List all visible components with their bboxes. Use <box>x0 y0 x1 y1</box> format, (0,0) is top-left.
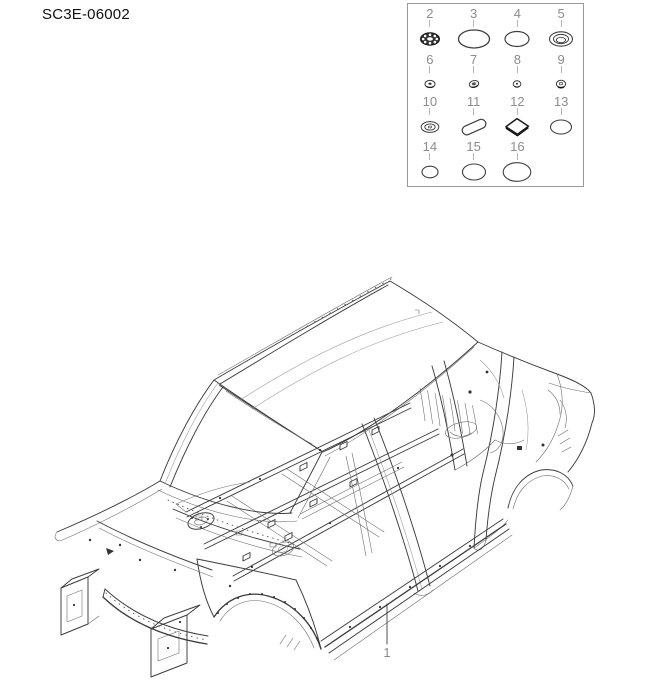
leader-line <box>473 153 475 160</box>
legend-item-6[interactable]: 6 <box>408 53 452 95</box>
legend-item-8[interactable]: 8 <box>496 53 540 95</box>
far-side-structure <box>289 451 405 557</box>
leader-line <box>429 20 431 27</box>
oval-plug-large-icon <box>457 29 490 49</box>
leader-line <box>516 108 518 115</box>
part-number: 11 <box>466 94 481 109</box>
leader-line <box>560 20 562 27</box>
rear-quarter-panel <box>473 341 595 551</box>
part-number: 5 <box>557 6 565 21</box>
round-push-plug-flanged-icon <box>556 79 567 89</box>
legend-item-7[interactable]: 7 <box>452 53 496 95</box>
legend-item-3[interactable]: 3 <box>452 7 496 53</box>
rocker-sill <box>320 518 513 661</box>
leader-line <box>473 20 475 27</box>
legend-item-10[interactable]: 10 <box>408 95 452 140</box>
round-push-plug-tiny-icon <box>513 80 522 88</box>
cowl-dash-panel <box>157 480 303 558</box>
castellated-grommet-plug-icon <box>419 32 440 46</box>
ring-grommet-icon <box>420 121 440 133</box>
leader-line <box>429 66 431 73</box>
oval-plug-medium-icon <box>504 30 530 48</box>
legend-item-11[interactable]: 11 <box>452 95 496 140</box>
part-number: 12 <box>510 94 525 109</box>
oval-plug-wide-icon <box>503 162 532 182</box>
front-fender-wheel-arch <box>196 558 322 651</box>
round-push-plug-icon <box>424 79 436 89</box>
part-number: 15 <box>466 139 481 154</box>
part-number: 9 <box>557 52 565 67</box>
part-number: 4 <box>513 6 521 21</box>
rear-cargo-floor <box>419 359 525 471</box>
part-number: 13 <box>553 94 569 109</box>
round-push-plug-tilted-icon <box>468 80 479 88</box>
legend-item-15[interactable]: 15 <box>452 140 496 187</box>
part-number: 3 <box>470 6 478 21</box>
roof-panel <box>213 276 479 457</box>
legend-item-12[interactable]: 12 <box>496 95 540 140</box>
legend-item-13[interactable]: 13 <box>539 95 583 140</box>
part-number: 7 <box>470 52 478 67</box>
leader-line <box>429 153 431 160</box>
leader-line <box>429 108 431 115</box>
square-plug-isometric-icon <box>505 117 530 137</box>
legend-item-14[interactable]: 14 <box>408 140 452 187</box>
leader-line <box>516 66 518 73</box>
part-number: 10 <box>422 94 438 109</box>
b-pillar <box>361 417 434 596</box>
leader-line <box>516 153 518 160</box>
legend-item-16[interactable]: 16 <box>496 140 540 187</box>
capsule-plug-tilted-icon <box>461 118 487 136</box>
part-number: 2 <box>426 6 434 21</box>
leader-line <box>516 20 518 27</box>
leader-line <box>473 66 475 73</box>
oval-plug-plain-icon <box>550 119 573 135</box>
front-frame-rails <box>60 568 201 678</box>
front-crash-bar <box>102 588 209 645</box>
leader-line <box>560 108 562 115</box>
washer-grommet-icon <box>549 31 574 47</box>
front-apron <box>54 480 294 588</box>
part-number: 16 <box>510 139 525 154</box>
drawing-code: SC3E-06002 <box>42 6 130 23</box>
legend-item-9[interactable]: 9 <box>539 53 583 95</box>
floor-pan-structure <box>175 402 465 582</box>
part-1-callout[interactable]: 1 <box>383 645 391 660</box>
leader-line <box>560 66 562 73</box>
oval-plug-icon <box>461 163 486 181</box>
part-number: 14 <box>422 139 438 154</box>
legend-item-4[interactable]: 4 <box>496 7 540 53</box>
a-pillar <box>159 379 224 488</box>
leader-line <box>473 108 475 115</box>
parts-legend-box: 2 3 4 5 6 <box>407 3 584 187</box>
legend-item-2[interactable]: 2 <box>408 7 452 53</box>
legend-item-5[interactable]: 5 <box>539 7 583 53</box>
part-number: 8 <box>513 52 521 67</box>
part-number: 6 <box>426 52 434 67</box>
oval-plug-small-icon <box>421 165 439 179</box>
